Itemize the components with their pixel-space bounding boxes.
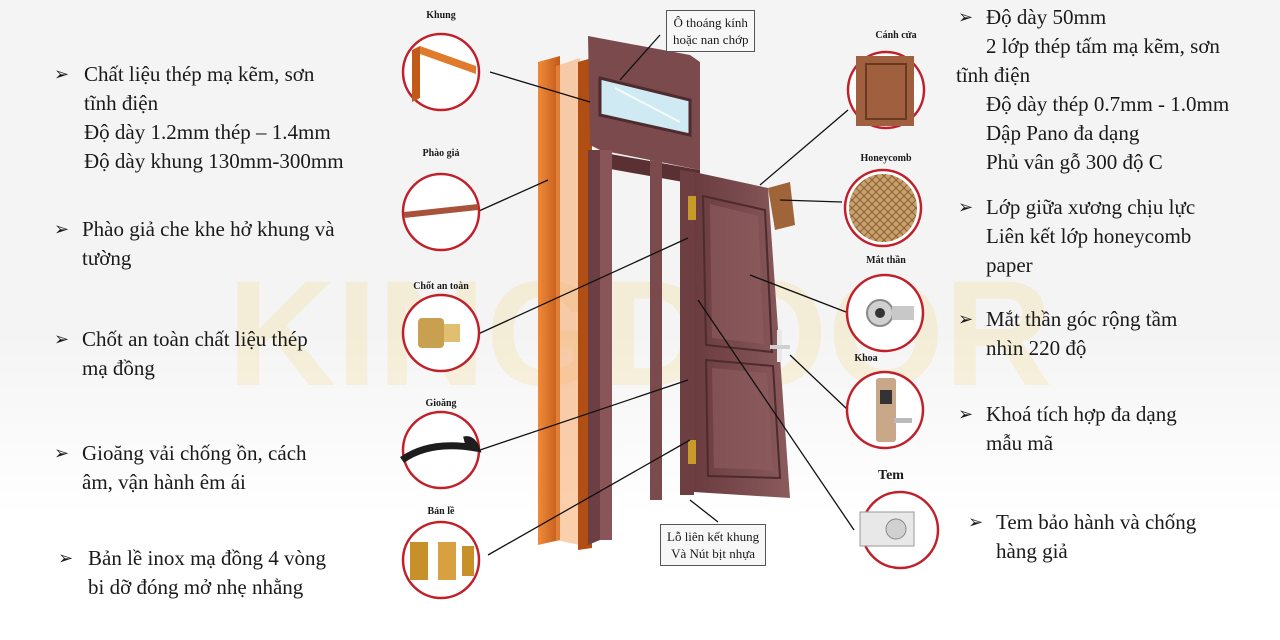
door-leaf — [688, 172, 795, 498]
bullet-arrow-icon: ➢ — [54, 443, 70, 463]
left-feature-2: Phào giả che khe hở khung và tường — [82, 217, 335, 270]
gasket-icon — [399, 436, 482, 463]
circle-label-phao-gia: Phào giả — [422, 148, 460, 159]
left-feature-3: Chốt an toàn chất liệu thép mạ đồng — [82, 327, 308, 380]
lock-icon — [876, 378, 912, 442]
door-frame — [588, 36, 700, 545]
right-feature-5: Tem bảo hành và chống hàng giả — [996, 510, 1197, 563]
circle-label-khoa: Khoa — [854, 353, 878, 364]
circle-label-tem: Tem — [878, 468, 904, 483]
left-feature-4: Gioăng vải chống ồn, cách âm, vận hành ê… — [82, 441, 307, 494]
circle-label-ban-le: Bản lề — [427, 506, 455, 517]
peephole-icon — [866, 299, 914, 327]
callout-frame-holes: Lỗ liên kết khung Và Nút bịt nhựa — [660, 524, 767, 566]
bullet-arrow-icon: ➢ — [54, 219, 70, 239]
trim-strip-icon — [404, 204, 478, 218]
hinge-icon — [410, 542, 474, 580]
right-circles — [843, 50, 940, 570]
circle-label-khung: Khung — [426, 10, 456, 21]
bullet-arrow-icon: ➢ — [54, 329, 70, 349]
circle-label-chot-an-toan: Chốt an toàn — [413, 281, 469, 292]
frame-corner-icon — [412, 46, 476, 102]
callout-transom: Ô thoáng kính hoặc nan chớp — [666, 10, 756, 52]
right-feature-1: Độ dày 50mm 2 lớp thép tấm mạ kẽm, sơn t… — [956, 5, 1230, 174]
bullet-arrow-icon: ➢ — [58, 548, 74, 568]
bullet-arrow-icon: ➢ — [958, 404, 974, 424]
circle-label-mat-than: Mắt thần — [866, 255, 906, 266]
warranty-stamp-icon — [859, 511, 915, 547]
honeycomb-icon — [849, 174, 917, 242]
bullet-arrow-icon: ➢ — [958, 197, 974, 217]
bullet-arrow-icon: ➢ — [958, 309, 974, 329]
pointer-lines — [464, 34, 855, 556]
left-feature-5: Bản lề inox mạ đồng 4 vòng bi dỡ đóng mở… — [88, 546, 326, 599]
circle-label-canh-cua: Cánh cửa — [875, 30, 917, 41]
circle-label-gioang: Gioăng — [425, 398, 457, 409]
door-leaf-icon — [856, 56, 914, 126]
bullet-arrow-icon: ➢ — [968, 512, 984, 532]
right-feature-3: Mắt thần góc rộng tầm nhìn 220 độ — [986, 307, 1178, 360]
bullet-arrow-icon: ➢ — [958, 7, 974, 27]
left-feature-1: Chất liệu thép mạ kẽm, sơn tĩnh điện Độ … — [84, 62, 344, 173]
background-band — [0, 330, 1280, 640]
right-feature-4: Khoá tích hợp đa dạng mẫu mã — [986, 402, 1177, 455]
left-circles — [399, 32, 482, 600]
right-feature-2: Lớp giữa xương chịu lực Liên kết lớp hon… — [986, 195, 1196, 277]
safety-bolt-icon — [418, 318, 460, 348]
circle-label-honeycomb: Honeycomb — [860, 153, 912, 164]
bullet-arrow-icon: ➢ — [54, 64, 70, 84]
watermark: KINGDOOR — [228, 249, 1053, 417]
